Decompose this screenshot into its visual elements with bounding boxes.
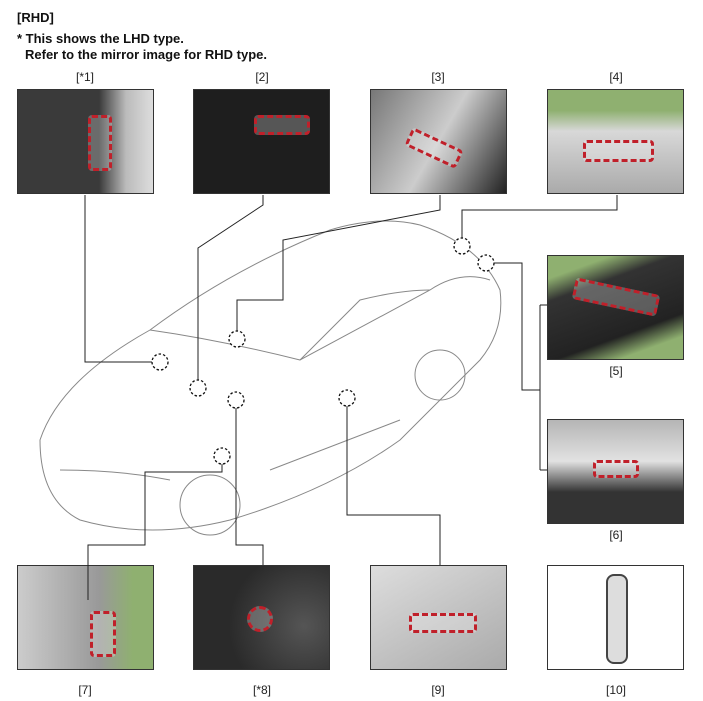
photo-1: [17, 89, 154, 194]
photo-7: [17, 565, 154, 670]
label-9: [9]: [431, 683, 445, 697]
label-8: [*8]: [252, 683, 271, 697]
label-7: [7]: [78, 683, 92, 697]
note-line-2: Refer to the mirror image for RHD type.: [25, 47, 267, 62]
smart-key-icon: [606, 574, 628, 664]
car-outline: [39, 220, 502, 536]
label-5: [5]: [609, 364, 623, 378]
photo-3: [370, 89, 507, 194]
photo-5: [547, 255, 684, 360]
photo-8: [193, 565, 330, 670]
leader-lines: [84, 195, 618, 600]
label-1: [*1]: [75, 70, 94, 84]
photo-9: [370, 565, 507, 670]
photo-10: [547, 565, 684, 670]
title: [RHD]: [17, 10, 54, 25]
photo-2: [193, 89, 330, 194]
label-6: [6]: [609, 528, 623, 542]
label-2: [2]: [255, 70, 269, 84]
photo-6: [547, 419, 684, 524]
label-4: [4]: [609, 70, 623, 84]
location-markers: [151, 237, 495, 465]
photo-4: [547, 89, 684, 194]
label-3: [3]: [431, 70, 445, 84]
note-line-1: * This shows the LHD type.: [17, 31, 184, 46]
label-10: [10]: [605, 683, 626, 697]
